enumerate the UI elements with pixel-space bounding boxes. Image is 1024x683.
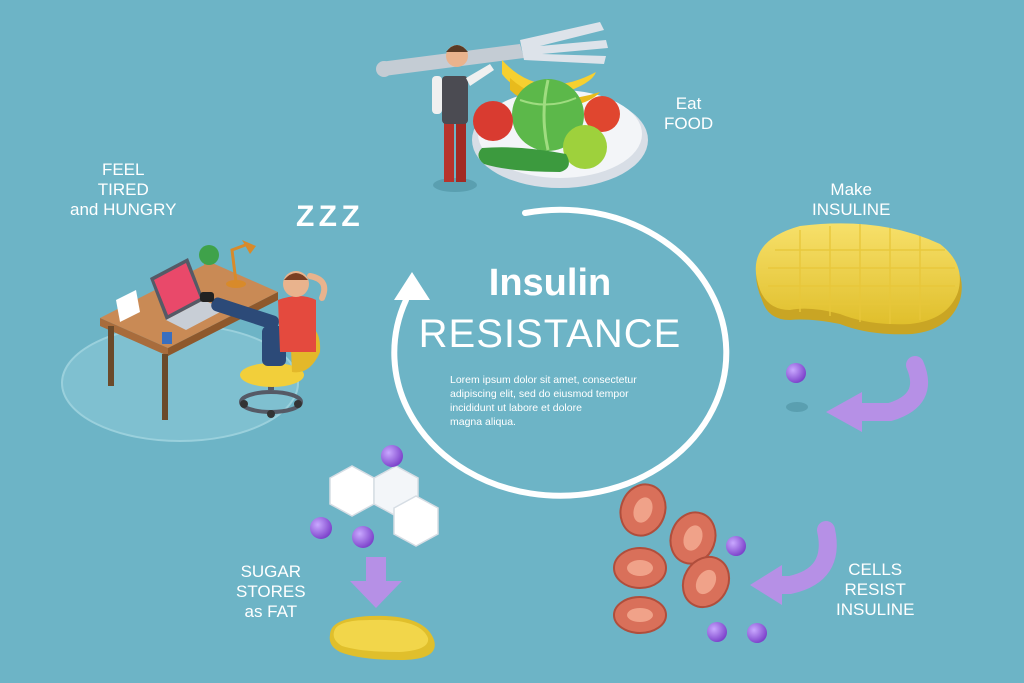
step-label-sugar-stores: SUGAR STORES as FAT [236, 562, 306, 622]
step-label-line: FEEL [101, 160, 145, 179]
title-resistance: RESISTANCE [418, 312, 682, 356]
step-label-line: Eat [675, 94, 702, 113]
title-insulin: Insulin [488, 262, 612, 304]
step-label-line: Make [830, 180, 872, 199]
step-label-line: RESIST [844, 580, 906, 599]
step-label-line: INSULINE [812, 200, 891, 219]
step-label-line: SUGAR [240, 562, 302, 581]
sleep-zzz-text: Z Z Z [296, 200, 360, 233]
step-label-cells-resist: CELLS RESIST INSULINE [836, 560, 914, 620]
step-label-make-insuline: Make INSULINE [812, 180, 890, 220]
description-text: Lorem ipsum dolor sit amet, consectetur … [450, 373, 670, 429]
step-label-line: FOOD [664, 114, 714, 133]
step-label-eat-food: Eat FOOD [664, 94, 713, 134]
step-label-line: as FAT [244, 602, 298, 621]
step-label-feel-tired: FEEL TIRED and HUNGRY [70, 160, 176, 220]
cycle-arrow [391, 206, 730, 499]
man-figure [432, 45, 494, 192]
description-line: Lorem ipsum dolor sit amet, consectetur [450, 374, 637, 386]
description-line: adipiscing elit, sed do eiusmod tempor [450, 388, 629, 400]
step-label-line: INSULINE [836, 600, 915, 619]
tired-person-illustration [61, 240, 328, 442]
step-label-line: and HUNGRY [70, 200, 177, 219]
down-arrow-icon [350, 557, 402, 608]
sugar-illustration [310, 445, 439, 660]
food-illustration [376, 22, 648, 192]
arrow-to-cells-resist [750, 521, 837, 605]
step-label-line: TIRED [97, 180, 149, 199]
arrow-to-cells [826, 356, 928, 432]
description-line: incididunt ut labore et dolore [450, 402, 582, 414]
step-label-line: CELLS [848, 560, 903, 579]
description-line: magna aliqua. [450, 416, 516, 428]
step-label-line: STORES [236, 582, 306, 601]
pancreas-illustration [755, 223, 962, 412]
cells-illustration [613, 483, 767, 643]
